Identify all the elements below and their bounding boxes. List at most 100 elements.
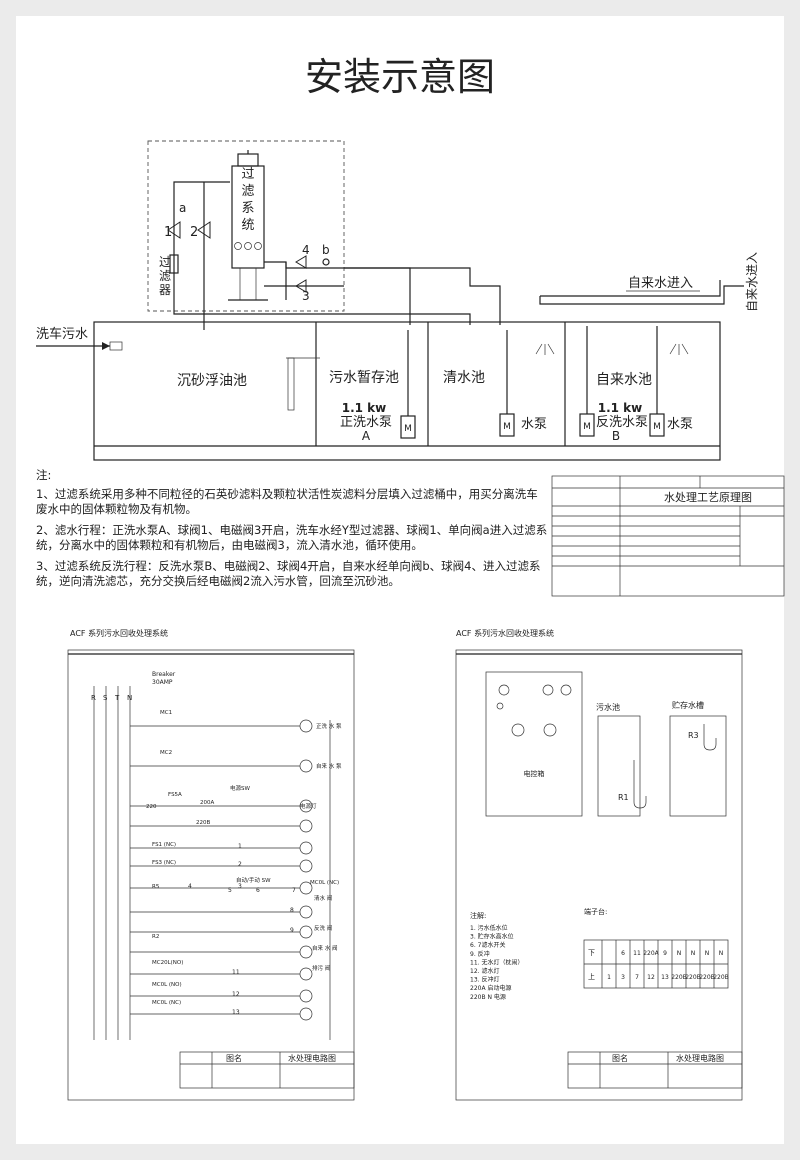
legend-item: 1. 污水低水位 [470,924,508,932]
valve-2-label: 2 [190,225,198,240]
circuit-left-label: MC20L(NO) [152,960,183,966]
terminal-row-bottom-label: 下 [588,949,595,957]
circuit-left-label: 自来 水 阀 [312,944,338,952]
pump-tap: M [649,326,665,437]
circuit-left-label: R5 [152,884,160,890]
legend-heading: 注解: [470,911,486,920]
circuit-left-label: 电源灯 [300,802,317,810]
terminal-top-cell: 13 [661,974,669,981]
notes-heading: 注: [36,468,52,482]
pump-backwash-letter: B [612,429,620,443]
circuit-left-footer-title: 水处理电路图 [288,1053,336,1063]
legend-item: 220A 启动电源 [470,984,511,992]
sensor-r3-label: R3 [688,731,699,740]
page-frame [16,16,784,1144]
legend-item: 13. 反冲灯 [470,976,499,984]
pump-backwash-label: 反洗水泵 [596,415,648,430]
circuit-left-label: 200A [200,800,214,806]
pump-clean: M [499,330,515,437]
legend-item: 9. 反冲 [470,950,490,958]
tank-structure [93,321,721,461]
breaker-label: Breaker [152,671,176,678]
terminal-bottom-cell: 11 [633,950,641,957]
pump-2-label: 水泵 [667,417,693,432]
svg-text:M: M [503,422,511,432]
circuit-left-number: 13 [232,1009,240,1016]
legend-item: 11. 无水灯（枕闹） [470,958,523,966]
pump-backwash: M [579,326,595,437]
tank-settling: 沉砂浮油池 [177,373,247,389]
circuit-left-label: 自动/手动 SW [236,876,271,884]
page-title: 安装示意图 [305,55,495,99]
circuit-left-label: R2 [152,934,159,940]
terminal-bottom-cell: 220A [643,950,659,957]
sewage-tank-label: 污水池 [596,702,620,712]
title-block-name: 水处理工艺原理图 [664,491,752,504]
valve-3-label: 3 [302,289,310,303]
notes-block: 注: 1、过滤系统采用多种不同粒径的石英砂滤料及颗粒状活性炭滤料分层填入过滤桶中… [36,468,548,595]
tap-inlet-vertical-label: 自来水进入 [745,252,759,312]
terminal-bottom-cell: N [677,950,682,957]
terminal-row-top-label: 上 [588,972,595,981]
phase-label: S [103,694,108,702]
pump-forward: M [400,330,416,439]
circuit-left-label: 220B [196,820,210,826]
phase-label: T [114,694,120,702]
circuit-right-footer-title: 水处理电路图 [676,1053,724,1063]
terminal-top-cell: 1 [607,974,611,981]
circuit-left-number: 2 [238,861,242,868]
circuit-left-number: 11 [232,969,240,976]
circuit-right-header: ACF 系列污水回收处理系统 [456,628,554,638]
pump-forward-letter: A [362,429,371,443]
circuit-left-number: 8 [290,907,294,914]
circuit-left-label: 220 [146,804,157,810]
circuit-left-label: MC0L (NO) [152,982,182,988]
circuit-left-number: 7 [292,887,296,894]
phase-label: N [127,694,132,702]
terminal-top-cell: 3 [621,974,625,981]
valve-b-label: b [322,243,330,257]
circuit-left-label: MC0L (NC) [310,880,339,886]
equipment-enclosure [147,140,345,312]
svg-text:M: M [404,424,412,434]
circuit-left-number: 6 [256,887,260,894]
circuit-left-label: 排污 阀 [312,964,330,972]
control-box-label: 电控箱 [524,769,545,778]
terminal-top-cell: 220B [685,974,701,981]
terminal-bottom-cell: N [705,950,710,957]
control-box [485,671,583,817]
circuit-left-label: 反洗 阀 [314,924,332,932]
legend-item: 220B N 电源 [470,993,506,1001]
valve-4-label: 4 [302,243,310,257]
circuit-left-footer-name: 图名 [226,1053,242,1063]
circuit-left-number: 5 [228,887,232,894]
legend-item: 6. 7滤水开关 [470,941,505,949]
sensor-r1-label: R1 [618,793,629,802]
valve-1-label: 1 [164,225,172,240]
circuit-left-label: MC0L (NC) [152,1000,181,1006]
circuit-left-number: 4 [188,883,192,890]
circuit-left-label: 正洗 水 泵 [316,722,342,730]
y-filter [169,254,179,274]
circuit-left-label: 清水 阀 [314,894,332,902]
circuit-left-number: 12 [232,991,240,998]
control-box-dials [496,684,572,737]
circuit-left-label: 自来 水 泵 [316,762,342,770]
pump-1-label: 水泵 [521,417,547,432]
terminal-top-cell: 7 [635,974,639,981]
tap-tank-label: 贮存水槽 [672,700,704,710]
terminal-top-cell: 220B [671,974,687,981]
note-item-3: 3、过滤系统反洗行程：反洗水泵B、电磁阀2、球阀4开启，自来水经单向阀b、球阀4… [36,559,541,588]
terminal-top-cell: 12 [647,974,655,981]
pump-forward-label: 正洗水泵 [340,415,392,430]
sewage-tank [597,715,641,817]
filter-system-label: 过滤系统 [241,167,254,233]
terminal-bottom-cell: N [691,950,696,957]
legend-item: 3. 贮存水高水位 [470,933,514,941]
valve-a-label: a [179,201,186,215]
circuit-right: ACF 系列污水回收处理系统 电控箱 污水池 R1 贮存水槽 R3 注解: 1.… [455,628,743,1101]
circuit-left-number: 1 [238,843,242,850]
circuit-left-header: ACF 系列污水回收处理系统 [70,628,168,638]
